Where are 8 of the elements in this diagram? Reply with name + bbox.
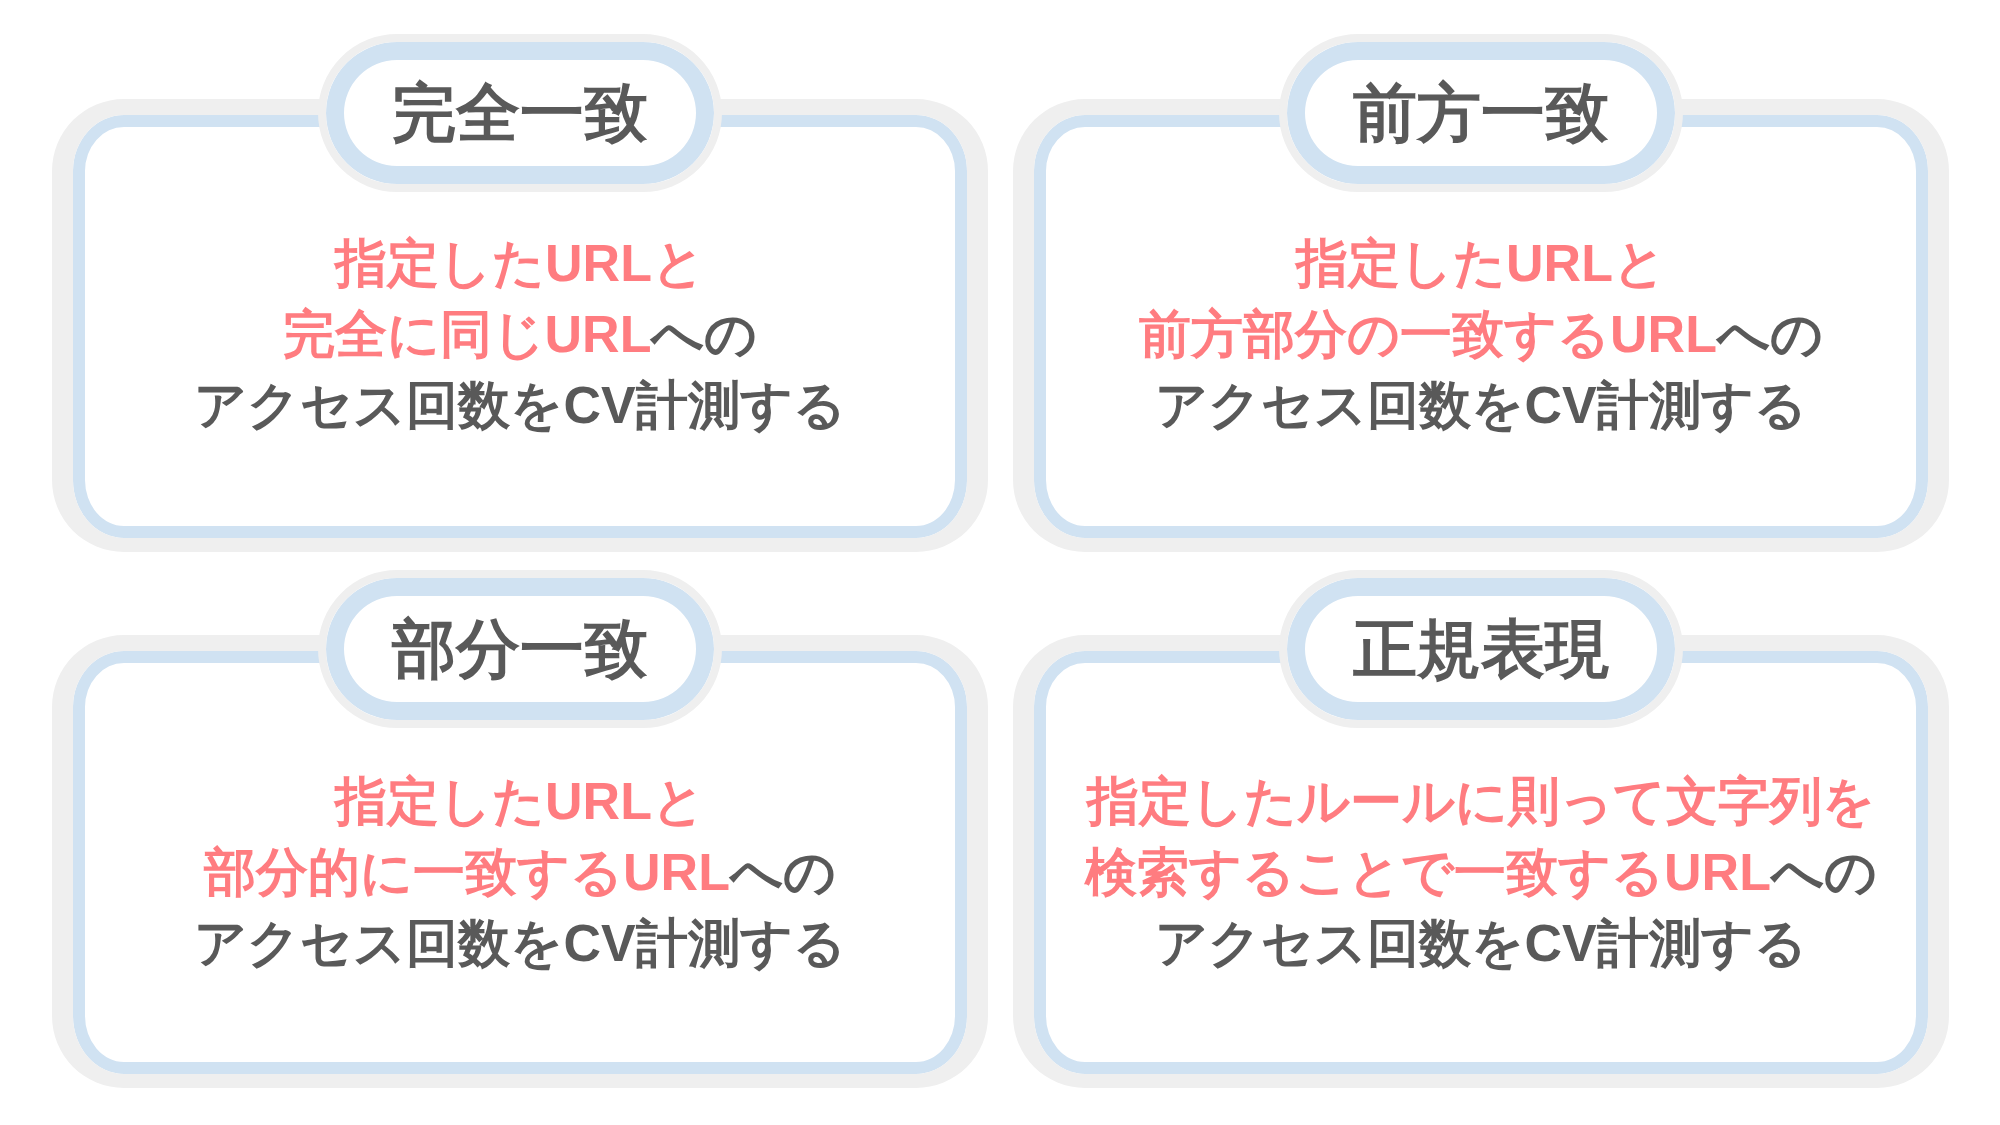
description-text: 指定したURLと完全に同じURLへのアクセス回数をCV計測する — [194, 233, 846, 436]
heading-pill: 完全一致 — [318, 34, 722, 192]
heading-pill: 部分一致 — [318, 570, 722, 728]
heading-pill: 前方一致 — [1279, 34, 1683, 192]
heading-pill: 正規表現 — [1279, 570, 1683, 728]
description-text: 指定したURLと前方部分の一致するURLへのアクセス回数をCV計測する — [1139, 233, 1823, 436]
description-text: 指定したURLと部分的に一致するURLへのアクセス回数をCV計測する — [194, 771, 846, 974]
description-text: 指定したルールに則って文字列を検索することで一致するURLへのアクセス回数をCV計測する — [1085, 771, 1877, 974]
